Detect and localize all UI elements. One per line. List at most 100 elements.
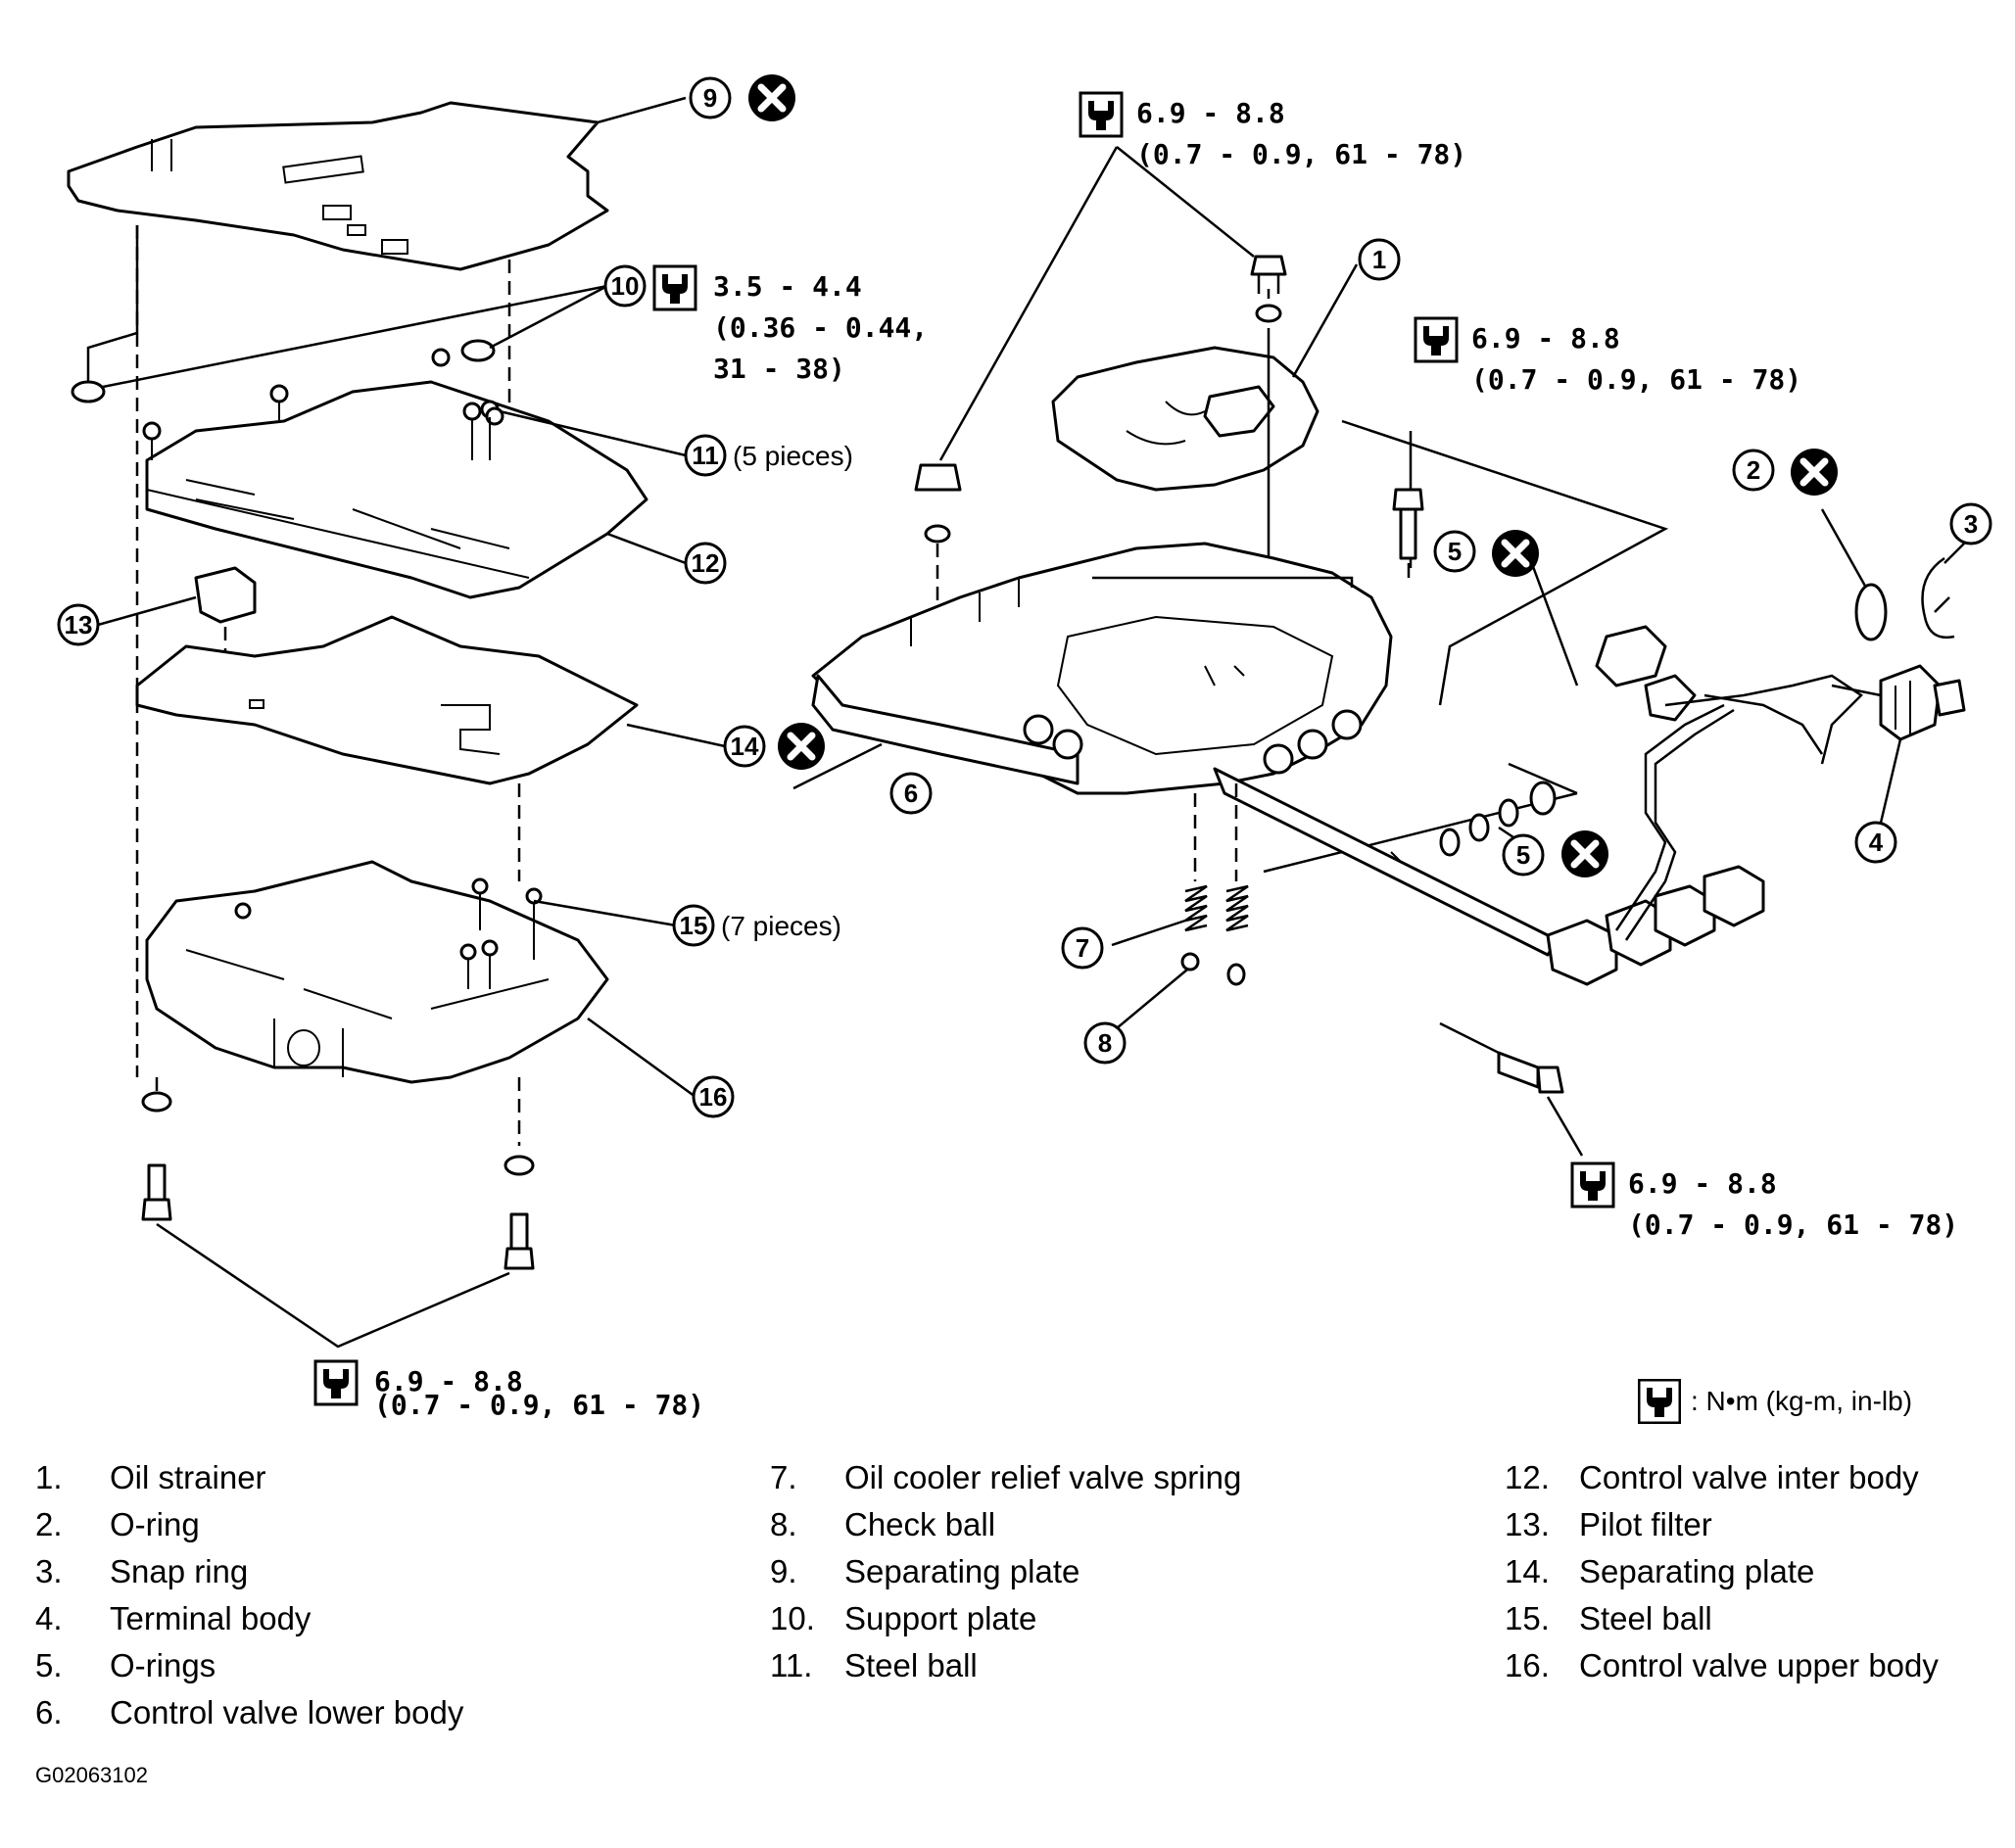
torque-support-plate-line2: (0.36 - 0.44, [713, 311, 928, 344]
unit-legend: : N•m (kg-m, in-lb) [1638, 1379, 1912, 1424]
do-not-reuse-icon [1791, 449, 1838, 496]
nut-left [914, 463, 962, 607]
svg-text:3: 3 [1964, 509, 1978, 539]
callout-11: 11 [684, 434, 727, 477]
svg-text:12: 12 [692, 548, 720, 578]
callout-1: 1 [1358, 238, 1401, 281]
svg-text:14: 14 [731, 732, 759, 761]
callout-5-upper: 5 [1433, 530, 1476, 573]
parts-column-3: 12.Control valve inter body 13.Pilot fil… [1505, 1459, 1939, 1694]
list-item: 15.Steel ball [1505, 1600, 1712, 1636]
do-not-reuse-icon [1492, 530, 1539, 577]
svg-text:4: 4 [1869, 828, 1884, 857]
callout-8: 8 [1083, 1021, 1127, 1065]
svg-text:16: 16 [699, 1082, 728, 1112]
snap-ring-3 [1921, 556, 1955, 640]
torque-top-right-line1: 6.9 - 8.8 [1471, 322, 1620, 355]
list-item: 13.Pilot filter [1505, 1506, 1712, 1542]
svg-text:8: 8 [1098, 1028, 1112, 1058]
callout-9: 9 [689, 76, 732, 119]
solenoid-assembly [1546, 703, 1765, 986]
list-item: 1.Oil strainer [35, 1459, 266, 1495]
list-item: 12.Control valve inter body [1505, 1459, 1919, 1495]
svg-text:1: 1 [1372, 245, 1386, 274]
bottom-left-bolts [141, 1091, 535, 1349]
list-item: 14.Separating plate [1505, 1553, 1815, 1589]
callout-12: 12 [684, 542, 727, 585]
callout-10: 10 [603, 264, 647, 308]
callout-15: 15 [672, 904, 715, 947]
do-not-reuse-icon [748, 74, 795, 121]
terminal-body-4 [1879, 664, 1966, 741]
torque-top-center-line1: 6.9 - 8.8 [1136, 97, 1285, 129]
parts-list: 1.Oil strainer 2.O-ring 3.Snap ring 4.Te… [0, 1459, 2015, 1792]
list-item: 7.Oil cooler relief valve spring [770, 1459, 1242, 1495]
do-not-reuse-icon [778, 723, 825, 770]
list-item: 6.Control valve lower body [35, 1694, 464, 1730]
torque-wrench-icon [1638, 1379, 1681, 1424]
torque-bottom-left-line2: (0.7 - 0.9, 61 - 78) [374, 1389, 705, 1421]
oil-cooler-relief-valve-springs-7 [1184, 783, 1249, 932]
steel-ball-qty-lower: (7 pieces) [721, 911, 841, 941]
list-item: 4.Terminal body [35, 1600, 312, 1636]
callout-2: 2 [1732, 449, 1775, 492]
exploded-view-diagram: 9 10 3.5 - 4.4 (0.36 - 0.44, 31 - 38) 11… [57, 0, 1992, 1406]
torque-wrench-icon [1414, 316, 1459, 363]
callout-16: 16 [692, 1075, 735, 1118]
callout-3: 3 [1949, 502, 1992, 545]
svg-text:7: 7 [1076, 933, 1089, 963]
callout-14: 14 [723, 725, 766, 768]
svg-text:5: 5 [1516, 840, 1530, 870]
svg-text:5: 5 [1448, 537, 1462, 566]
torque-wrench-icon [1570, 1161, 1615, 1208]
svg-text:10: 10 [611, 271, 640, 301]
parts-column-2: 7.Oil cooler relief valve spring 8.Check… [770, 1459, 1241, 1694]
parts-column-1: 1.Oil strainer 2.O-ring 3.Snap ring 4.Te… [35, 1459, 463, 1741]
torque-wrench-icon [1079, 91, 1124, 138]
bolt-bottom-right [1439, 1021, 1584, 1157]
steel-balls-11 [142, 348, 504, 460]
control-valve-lower-body-6 [811, 542, 1393, 795]
svg-text:15: 15 [680, 911, 708, 940]
list-item: 5.O-rings [35, 1647, 216, 1683]
list-item: 16.Control valve upper body [1505, 1647, 1939, 1683]
callout-7: 7 [1061, 926, 1104, 970]
steel-balls-15 [234, 877, 543, 989]
separating-plate-9 [67, 101, 609, 271]
torque-top-right-line2: (0.7 - 0.9, 61 - 78) [1471, 363, 1801, 396]
torque-wrench-icon [313, 1359, 359, 1406]
svg-text:2: 2 [1747, 455, 1760, 485]
svg-text:13: 13 [65, 610, 93, 640]
list-item: 11.Steel ball [770, 1647, 978, 1683]
torque-support-plate-line1: 3.5 - 4.4 [713, 270, 862, 303]
list-item: 3.Snap ring [35, 1553, 249, 1589]
list-item: 8.Check ball [770, 1506, 996, 1542]
list-item: 2.O-ring [35, 1506, 200, 1542]
callout-6: 6 [889, 772, 933, 815]
do-not-reuse-icon [1561, 830, 1608, 877]
wiring-harness [1595, 625, 1882, 765]
svg-text:6: 6 [904, 779, 918, 808]
torque-bottom-right-line2: (0.7 - 0.9, 61 - 78) [1628, 1208, 1958, 1241]
oil-strainer-1 [1051, 346, 1319, 492]
callout-5-lower: 5 [1502, 833, 1545, 877]
separating-plate-14 [135, 615, 639, 785]
torque-bottom-right-line1: 6.9 - 8.8 [1628, 1167, 1777, 1200]
unit-legend-text: : N•m (kg-m, in-lb) [1691, 1386, 1913, 1416]
bolt-top-right [1392, 488, 1424, 578]
list-item: 9.Separating plate [770, 1553, 1080, 1589]
torque-bottom-left-line1: 6.9 - 8.8 [374, 1365, 523, 1398]
svg-text:9: 9 [703, 83, 717, 113]
torque-wrench-icon [652, 264, 697, 311]
torque-support-plate-line3: 31 - 38) [713, 353, 845, 385]
list-item: 10.Support plate [770, 1600, 1037, 1636]
callout-4: 4 [1854, 821, 1897, 864]
o-ring-2 [1854, 583, 1888, 641]
torque-top-center-line2: (0.7 - 0.9, 61 - 78) [1136, 138, 1466, 170]
steel-ball-qty-upper: (5 pieces) [733, 441, 853, 471]
control-valve-upper-body-16 [145, 860, 609, 1084]
control-valve-inter-body-12 [145, 380, 648, 599]
figure-id: G02063102 [35, 1763, 148, 1787]
callout-13: 13 [57, 603, 100, 646]
svg-text:11: 11 [692, 441, 719, 470]
